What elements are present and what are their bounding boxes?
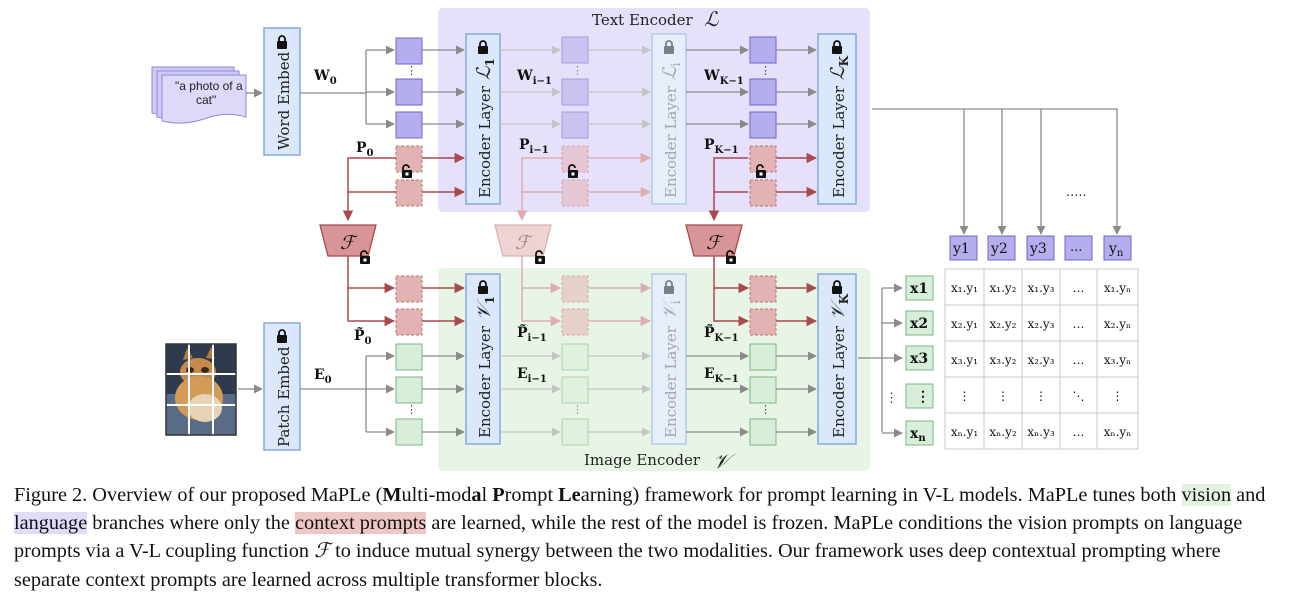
pk-tilde-label: P̃K−1 xyxy=(704,323,739,344)
matrix-cell: … xyxy=(1073,281,1085,295)
text-encoder-layer-1-label: Encoder Layerℒ1 xyxy=(473,58,497,198)
image-encoder-layer-i-label: Encoder Layer𝒱i xyxy=(659,298,683,438)
svg-text:⋮: ⋮ xyxy=(760,403,771,416)
image-encoder-layer-k xyxy=(817,273,857,445)
text-encoder-layer-k xyxy=(817,33,857,205)
y2-label: y2 xyxy=(990,241,1008,257)
matrix-cell: ⋱ xyxy=(1073,389,1085,403)
x-ellipsis-label: ⋮ xyxy=(916,389,930,405)
matrix-cell: x₃.y₂ xyxy=(990,353,1017,367)
image-encoder-layer-1 xyxy=(465,273,501,445)
matrix-cell: x₁.y₃ xyxy=(1028,281,1055,295)
coupling-symbol: ℱ xyxy=(706,232,724,254)
prompt-text-line1: "a photo of a xyxy=(175,79,243,93)
image-tokens-col-i: ⋮ xyxy=(561,275,589,446)
image-encoder-layer-i xyxy=(651,273,687,445)
word-embed-label: Word Embed xyxy=(275,51,293,150)
matrix-cell: x₂.y₃ xyxy=(1028,353,1055,367)
x2-label: x2 xyxy=(910,316,928,332)
svg-text:⋮: ⋮ xyxy=(572,64,583,77)
text-encoder-layer-1 xyxy=(465,33,501,205)
matrix-cell: x₃.yₙ xyxy=(1104,353,1131,367)
matrix-cell: x₂.y₃ xyxy=(1028,317,1055,331)
text-encoder-layer-i xyxy=(651,33,687,205)
matrix-cell: x₁.y₂ xyxy=(990,281,1017,295)
image-encoder-title: Image Encoder xyxy=(584,451,701,469)
cat-image xyxy=(165,343,237,436)
language-highlight: language xyxy=(14,512,88,535)
matrix-cell: … xyxy=(1073,353,1085,367)
text-tokens-col0: ⋮ xyxy=(395,37,423,207)
svg-text:⋮: ⋮ xyxy=(572,403,583,416)
image-tokens-col-k: ⋮ xyxy=(749,275,777,446)
matrix-cell: xₙ.yₙ xyxy=(1104,425,1132,439)
y3-label: y3 xyxy=(1029,241,1047,257)
matrix-cell: … xyxy=(1073,317,1085,331)
matrix-cell: ⋮ xyxy=(1112,389,1124,403)
svg-text:⋮: ⋮ xyxy=(885,391,898,406)
maple-architecture-diagram: Text Encoder ℒ Image Encoder 𝒱 "a photo … xyxy=(151,7,1139,473)
ellipsis-top: ..... xyxy=(1066,185,1087,200)
x1-label: x1 xyxy=(910,281,928,297)
x3-label: x3 xyxy=(910,351,928,367)
wi-label: Wi−1 xyxy=(516,68,552,87)
similarity-matrix: x₁.y₁ x₁.y₂ x₁.y₃ … x₁.yₙ x₂.y₁ x₂.y₂ x₂.y₃ … x₂.… xyxy=(951,281,1132,439)
text-encoder-title: Text Encoder xyxy=(592,11,693,29)
coupling-symbol: ℱ xyxy=(340,232,358,254)
y1-label: y1 xyxy=(952,241,970,257)
matrix-cell: xₙ.y₃ xyxy=(1027,425,1055,439)
matrix-cell: … xyxy=(1073,425,1085,439)
matrix-cell: x₁.yₙ xyxy=(1104,281,1131,295)
svg-text:⋮: ⋮ xyxy=(406,64,417,77)
pi-label: Pi−1 xyxy=(519,137,549,156)
image-tokens-col0: ⋮ xyxy=(395,275,423,446)
matrix-cell: ⋮ xyxy=(959,389,971,403)
word-embed-block xyxy=(263,27,301,156)
image-encoder-layer-k-label: Encoder Layer𝒱K xyxy=(827,293,851,438)
text-prompt-document: "a photo of a cat" xyxy=(151,66,247,124)
image-feature-boxes xyxy=(905,275,934,446)
matrix-cell: x₂.y₁ xyxy=(951,317,978,331)
matrix-cell: x₁.y₁ xyxy=(951,281,978,295)
p0-label: P0 xyxy=(356,140,374,159)
text-tokens-col-k: ⋮ xyxy=(749,36,777,207)
ei-label: Ei−1 xyxy=(517,366,547,385)
matrix-cell: x₂.yₙ xyxy=(1104,317,1131,331)
text-encoder-layer-i-label: Encoder Layerℒi xyxy=(659,62,683,198)
matrix-cell: ⋮ xyxy=(1035,389,1047,403)
matrix-cell: xₙ.y₂ xyxy=(989,425,1017,439)
p0-tilde-label: P̃0 xyxy=(354,326,372,347)
similarity-matrix-grid xyxy=(944,268,1139,450)
ek-label: EK−1 xyxy=(704,366,739,385)
svg-text:⋮: ⋮ xyxy=(760,64,771,77)
prompt-text-line2: cat" xyxy=(196,93,216,107)
patch-embed-label: Patch Embed xyxy=(275,346,293,447)
figure-caption: Figure 2. Overview of our proposed MaPLe… xyxy=(14,484,1266,591)
patch-embed-block xyxy=(263,322,301,451)
coupling-symbol: ℱ xyxy=(515,232,533,254)
context-prompts-highlight: context prompts xyxy=(295,512,427,535)
text-feature-boxes xyxy=(949,235,1132,261)
matrix-cell: xₙ.y₁ xyxy=(951,425,978,439)
svg-text:⋮: ⋮ xyxy=(406,403,417,416)
matrix-cell: x₃.y₁ xyxy=(951,353,978,367)
text-tokens-col-i: ⋮ xyxy=(561,36,589,207)
matrix-cell: ⋮ xyxy=(997,389,1009,403)
text-encoder-symbol: ℒ xyxy=(704,7,719,31)
y-ellipsis-label: ... xyxy=(1070,240,1082,255)
matrix-cell: x₂.y₂ xyxy=(990,317,1017,331)
vision-highlight: vision xyxy=(1181,484,1232,506)
pk-label: PK−1 xyxy=(704,137,739,156)
wk-label: WK−1 xyxy=(703,68,744,87)
pi-tilde-label: P̃i−1 xyxy=(517,323,547,344)
text-encoder-layer-k-label: Encoder LayerℒK xyxy=(827,55,851,198)
image-encoder-layer-1-label: Encoder Layer𝒱1 xyxy=(473,296,497,438)
w0-label: W0 xyxy=(313,68,337,87)
e0-label: E0 xyxy=(314,367,332,386)
xn-label: xn xyxy=(910,426,926,444)
yn-label: yn xyxy=(1108,241,1124,259)
